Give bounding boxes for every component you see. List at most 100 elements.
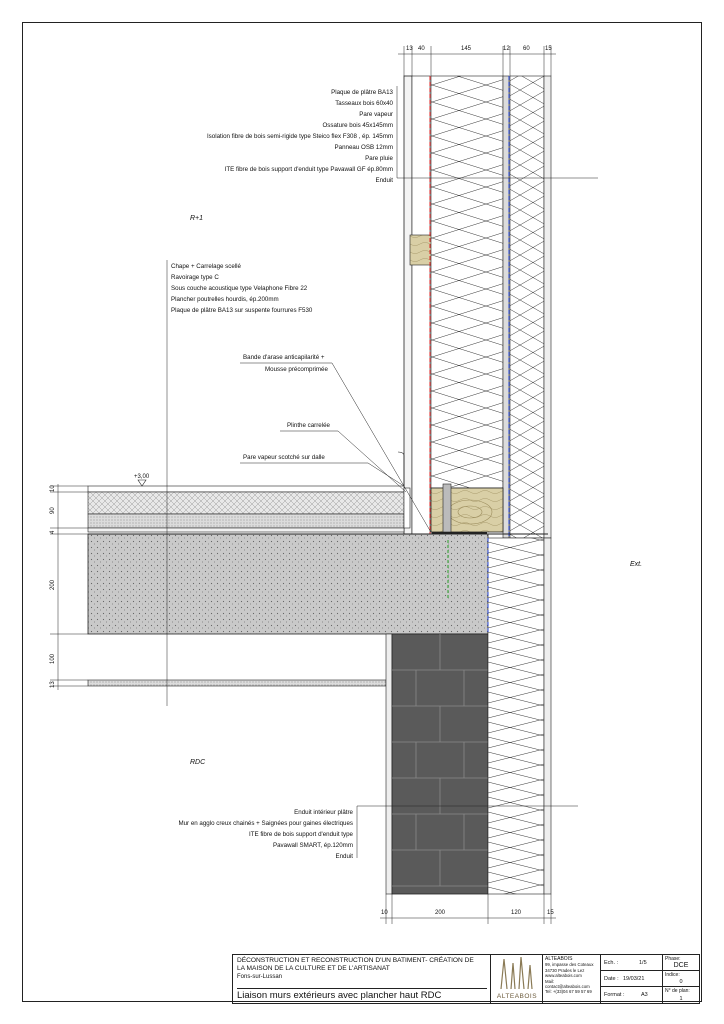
dim-top-4: 12 (503, 46, 510, 52)
callout-bande-2: Mousse précomprimée (265, 366, 328, 373)
dim-left-6: 13 (50, 681, 56, 688)
plan-label: N° de plan: (665, 988, 690, 994)
dim-top-5: 60 (523, 46, 530, 52)
dim-left-1: 10 (50, 485, 56, 492)
indice-label: Indice: (665, 972, 680, 978)
batten-section (409, 234, 433, 266)
project-line-2: LA MAISON DE LA CULTURE ET DE L'ARTISANA… (237, 965, 390, 972)
company-name: ALTEABOIS (545, 956, 573, 962)
notes-floor: Chape + Carrelage scellé Ravoirage type … (166, 260, 313, 706)
note-upper-7: Pare pluie (365, 155, 393, 162)
dim-left-4: 200 (50, 579, 56, 590)
note-upper-2: Tasseaux bois 60x40 (335, 100, 393, 107)
level-upper: R+1 (190, 215, 203, 222)
date-label: Date : (604, 976, 619, 982)
anchor-bolt (442, 483, 452, 533)
drawing-meta: Ech. : 1/5 Date : 19/03/21 Format : A3 (601, 955, 663, 1003)
note-upper-4: Ossature bois 45x145mm (322, 122, 393, 129)
dim-top-2: 40 (418, 46, 425, 52)
dimensions-bottom (380, 894, 556, 924)
title-block-project: DÉCONSTRUCTION ET RECONSTRUCTION D'UN BA… (233, 955, 491, 1003)
scale-value: 1/5 (639, 960, 647, 966)
project-location: Fons-sur-Lussan (237, 974, 283, 980)
screed-layer (87, 491, 405, 515)
note-lower-3: ITE fibre de bois support d'enduit type (249, 831, 354, 838)
indice-cell: Indice: 0 (663, 971, 699, 987)
dim-bottom-4: 15 (547, 910, 554, 916)
floor-assembly (87, 485, 548, 687)
acoustic-underlay (87, 527, 405, 533)
ite-pavawall-gf (509, 75, 545, 539)
notes-lower-wall: Enduit intérieur plâtre Mur en agglo cre… (178, 805, 578, 860)
plasterboard-upper (403, 75, 413, 539)
date-row: Date : 19/03/21 (601, 971, 663, 987)
note-upper-1: Plaque de plâtre BA13 (331, 89, 393, 96)
wood-grain-inner (457, 505, 483, 519)
note-floor-5: Plaque de plâtre BA13 sur suspente fourr… (171, 307, 313, 314)
note-upper-8: ITE fibre de bois support d'enduit type … (225, 166, 393, 173)
note-lower-4: Pavawall SMART, ép.120mm (273, 842, 353, 849)
plaster-lower (385, 633, 393, 895)
hollow-block-slab (87, 533, 489, 635)
skirting-tile (403, 487, 411, 529)
dim-left-2: 90 (50, 507, 56, 514)
dim-top-3: 145 (461, 46, 472, 52)
plan-value: 1 (679, 996, 683, 1002)
osb-panel (502, 75, 510, 539)
company-address: ALTEABOIS 99, impasse des Coteaux 34730 … (543, 955, 601, 1003)
callout-plinthe: Plinthe carrelée (287, 422, 331, 429)
plan-cell: N° de plan: 1 (663, 987, 699, 1003)
battens-cavity (411, 75, 431, 539)
ceiling-plasterboard (87, 679, 387, 687)
dim-bottom-2: 200 (435, 910, 446, 916)
callout-bande-1: Bande d'arase anticapilarité + (243, 354, 325, 361)
phase-value: DCE (673, 962, 689, 969)
drawing-frame (22, 22, 702, 1002)
note-upper-6: Panneau OSB 12mm (335, 144, 393, 151)
note-upper-9: Enduit (375, 177, 393, 184)
render-upper (543, 75, 552, 539)
note-floor-1: Chape + Carrelage scellé (171, 263, 242, 270)
phase-label: Phase: (665, 956, 681, 962)
format-label: Format : (604, 992, 625, 998)
project-line-1: DÉCONSTRUCTION ET RECONSTRUCTION D'UN BA… (237, 957, 474, 964)
address-line-1: 99, impasse des Coteaux (545, 962, 594, 968)
tile-layer (87, 485, 405, 493)
wood-fibre-insulation (430, 75, 504, 489)
note-floor-4: Plancher poutrelles hourdis, ép.200mm (171, 296, 279, 303)
address-line-3: www.alteabois.com (545, 973, 582, 979)
note-upper-3: Pare vapeur (359, 111, 393, 118)
lower-wall (385, 537, 552, 895)
dim-left-3: 4 (50, 530, 56, 534)
dim-left-5: 100 (50, 653, 56, 664)
dimensions-left (50, 484, 88, 690)
elevation-value: +3,00 (134, 474, 150, 480)
level-exterior: Ext. (630, 561, 642, 568)
elevation-marker-icon (137, 479, 147, 487)
render-lower (543, 537, 552, 895)
address-line-5: Tel: +(33)04 67 59 57 69 (545, 989, 592, 995)
format-value: A3 (641, 992, 648, 998)
dimensions-top (398, 46, 556, 76)
note-upper-5: Isolation fibre de bois semi-rigide type… (207, 133, 393, 140)
dim-top-6: 15 (545, 46, 552, 52)
drawing-title: Liaison murs extérieurs avec plancher ha… (237, 988, 487, 1002)
address-line-2: 34730 Prades le Lez (545, 967, 585, 973)
block-joints (392, 634, 488, 887)
level-lower: RDC (190, 759, 206, 766)
title-block: DÉCONSTRUCTION ET RECONSTRUCTION D'UN BA… (232, 954, 700, 1004)
dim-bottom-1: 10 (381, 910, 388, 916)
format-row: Format : A3 (601, 987, 663, 1003)
phase-cell: Phase: DCE (663, 955, 699, 971)
indice-value: 0 (679, 979, 683, 985)
note-lower-5: Enduit (335, 853, 353, 860)
scale-label: Ech. : (604, 960, 619, 966)
logo-name: ALTEABOIS (496, 993, 538, 1000)
levelling-layer (87, 513, 405, 529)
dim-top-1: 13 (406, 46, 413, 52)
dim-bottom-3: 120 (511, 910, 522, 916)
ite-pavawall-smart (487, 537, 545, 895)
note-floor-2: Ravoirage type C (171, 274, 219, 281)
logo-trees-icon (500, 956, 533, 990)
phase-block: Phase: DCE Indice: 0 N° de plan: 1 (663, 955, 699, 1003)
